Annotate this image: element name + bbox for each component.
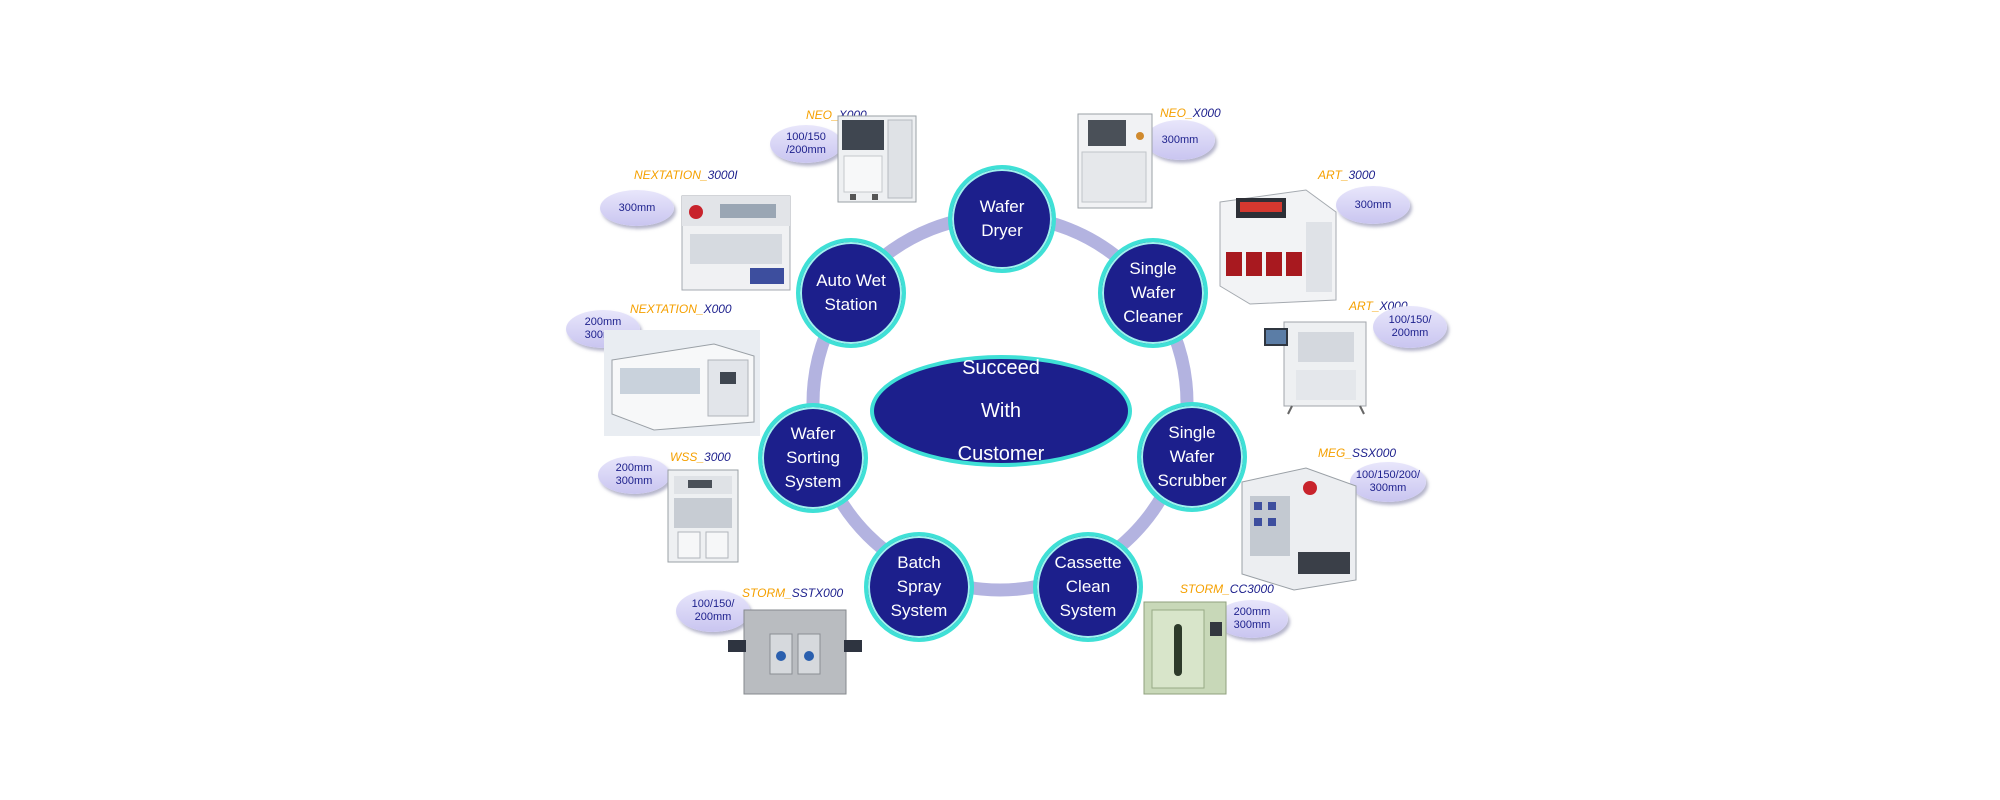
model-label: NEXTATION_X000 bbox=[630, 302, 732, 316]
model-code: X000 bbox=[1192, 106, 1221, 120]
model-series: NEXTATION_ bbox=[634, 168, 708, 182]
machine-image-nextation-3000i bbox=[681, 195, 791, 291]
machine-image-storm-cc3000 bbox=[1143, 601, 1227, 695]
size-line: 300mm bbox=[1233, 619, 1271, 631]
node-line: Single bbox=[1129, 259, 1177, 278]
model-code: SSTX000 bbox=[791, 586, 844, 600]
center-line: With bbox=[981, 399, 1021, 422]
node-single-wafer-cleaner: Single Wafer Cleaner bbox=[1098, 238, 1208, 348]
model-code: CC3000 bbox=[1229, 582, 1274, 596]
size-badge: 300mm bbox=[1145, 120, 1215, 160]
node-line: System bbox=[784, 472, 842, 491]
node-line: Dryer bbox=[981, 221, 1023, 240]
node-line: Scrubber bbox=[1157, 471, 1227, 490]
node-line: System bbox=[890, 601, 948, 620]
node-batch-spray-system: Batch Spray System bbox=[864, 532, 974, 642]
size-line: 200mm bbox=[1391, 327, 1429, 339]
center-line: Customer bbox=[957, 442, 1045, 465]
model-series: WSS_ bbox=[670, 450, 705, 464]
node-auto-wet-station: Auto Wet Station bbox=[796, 238, 906, 348]
size-badge: 200mm 300mm bbox=[1216, 600, 1288, 638]
model-series: NEO_ bbox=[806, 108, 839, 122]
model-code: SSX000 bbox=[1352, 446, 1397, 460]
machine-image-neo-right bbox=[1077, 113, 1153, 209]
size-line: 200mm bbox=[1233, 606, 1271, 618]
node-line: Wafer bbox=[1169, 447, 1215, 466]
size-line: 100/150 bbox=[786, 131, 826, 143]
machine-image-neo-left bbox=[837, 115, 917, 203]
node-line: Single bbox=[1168, 423, 1216, 442]
size-line: 300mm bbox=[618, 201, 656, 214]
model-series: MEG_ bbox=[1318, 446, 1353, 460]
size-badge: 200mm 300mm bbox=[598, 456, 670, 494]
model-code: 3000I bbox=[707, 168, 738, 182]
model-label: STORM_CC3000 bbox=[1180, 582, 1274, 596]
node-line: Spray bbox=[896, 577, 942, 596]
model-series: ART_ bbox=[1349, 299, 1380, 313]
node-line: System bbox=[1059, 601, 1117, 620]
size-line: 100/150/ bbox=[691, 598, 735, 610]
size-line: 300mm bbox=[1161, 133, 1199, 146]
model-code: 3000 bbox=[1348, 168, 1376, 182]
node-single-wafer-scrubber: Single Wafer Scrubber bbox=[1137, 402, 1247, 512]
machine-image-art-3000 bbox=[1219, 189, 1337, 305]
size-badge: 300mm bbox=[600, 190, 674, 226]
size-line: 200mm bbox=[694, 611, 732, 623]
machine-image-meg-ssx000 bbox=[1241, 467, 1357, 591]
node-line: Wafer bbox=[979, 197, 1025, 216]
size-line: 300mm bbox=[615, 475, 653, 487]
size-badge: 100/150/ 200mm bbox=[1373, 306, 1447, 348]
model-label: MEG_SSX000 bbox=[1318, 446, 1396, 460]
node-line: Wafer bbox=[790, 424, 836, 443]
node-line: Sorting bbox=[786, 448, 840, 467]
model-label: ART_3000 bbox=[1318, 168, 1375, 182]
machine-image-storm-sstx000 bbox=[728, 609, 862, 695]
node-wafer-sorting-system: Wafer Sorting System bbox=[758, 403, 868, 513]
model-label: STORM_SSTX000 bbox=[742, 586, 843, 600]
size-line: 100/150/ bbox=[1388, 314, 1432, 326]
node-line: Auto Wet bbox=[816, 271, 886, 290]
size-line: 100/150/200/ bbox=[1355, 469, 1421, 481]
model-series: STORM_ bbox=[742, 586, 792, 600]
node-line: Batch bbox=[897, 553, 941, 572]
model-code: 3000 bbox=[704, 450, 731, 464]
model-series: ART_ bbox=[1318, 168, 1349, 182]
center-ellipse: Succeed With Customer bbox=[870, 355, 1132, 467]
node-line: Station bbox=[824, 295, 878, 314]
model-series: NEO_ bbox=[1160, 106, 1193, 120]
machine-image-wss-3000 bbox=[667, 469, 739, 563]
node-wafer-dryer: Wafer Dryer bbox=[948, 165, 1056, 273]
size-line: 200mm bbox=[584, 316, 622, 328]
size-badge: 100/150 /200mm bbox=[770, 125, 842, 163]
machine-image-nextation-x000 bbox=[604, 330, 760, 436]
node-line: Wafer bbox=[1130, 283, 1176, 302]
size-line: 300mm bbox=[1369, 482, 1407, 494]
size-badge: 300mm bbox=[1336, 186, 1410, 224]
machine-image-art-x000 bbox=[1264, 321, 1367, 415]
size-line: 200mm bbox=[615, 462, 653, 474]
model-label: WSS_3000 bbox=[670, 450, 731, 464]
model-series: NEXTATION_ bbox=[630, 302, 704, 316]
node-line: Cassette bbox=[1054, 553, 1122, 572]
model-series: STORM_ bbox=[1180, 582, 1230, 596]
node-cassette-clean-system: Cassette Clean System bbox=[1033, 532, 1143, 642]
model-label: NEO_X000 bbox=[1160, 106, 1221, 120]
node-line: Clean bbox=[1065, 577, 1111, 596]
center-line: Succeed bbox=[962, 356, 1040, 379]
node-line: Cleaner bbox=[1123, 307, 1183, 326]
size-line: 300mm bbox=[1354, 198, 1392, 211]
size-badge: 100/150/200/ 300mm bbox=[1350, 462, 1426, 502]
model-code: X000 bbox=[703, 302, 732, 316]
size-badge: 100/150/ 200mm bbox=[676, 590, 750, 632]
size-line: /200mm bbox=[786, 144, 826, 156]
model-label: NEXTATION_3000I bbox=[634, 168, 738, 182]
